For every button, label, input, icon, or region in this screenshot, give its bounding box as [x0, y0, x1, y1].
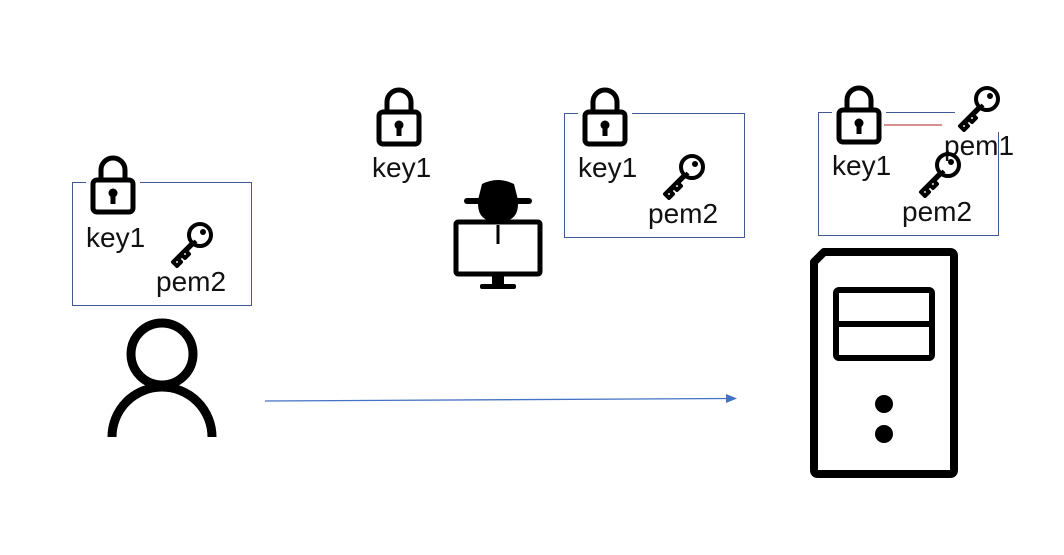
- attacker-lock-label: key1: [578, 152, 638, 183]
- attacker-bundle-box: [564, 113, 745, 238]
- attacker-key-label: pem2: [648, 198, 719, 229]
- key-icon: [660, 152, 708, 200]
- server-tower-icon: [808, 246, 960, 478]
- transfer-arrow: [264, 394, 737, 403]
- padlock-icon: [372, 84, 426, 148]
- client-key-label: pem2: [156, 266, 227, 297]
- padlock-icon: [86, 152, 140, 216]
- key-icon: [955, 84, 1003, 132]
- client-lock-label: key1: [86, 222, 146, 253]
- hacker-icon: [450, 176, 546, 292]
- client-bundle-box: [72, 182, 252, 306]
- server-key2-label: pem2: [902, 196, 973, 227]
- padlock-icon: [832, 82, 886, 146]
- server-bundle-box: [818, 112, 999, 236]
- user-icon: [104, 316, 220, 440]
- key-icon: [168, 220, 216, 268]
- intercepted-lock-label: key1: [372, 152, 432, 183]
- key-icon: [916, 150, 964, 198]
- padlock-icon: [578, 84, 632, 148]
- highlight-line: [884, 124, 942, 126]
- server-lock-label: key1: [832, 150, 892, 181]
